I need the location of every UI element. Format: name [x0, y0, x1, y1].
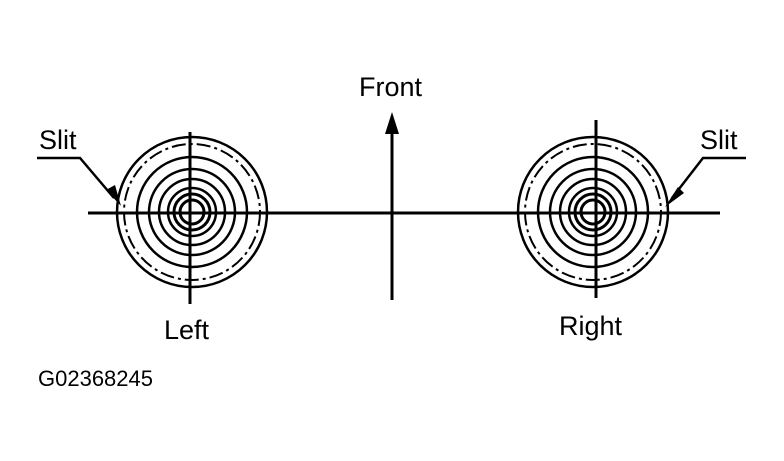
left-ring-5	[157, 177, 227, 247]
left-ring-3	[135, 155, 249, 269]
right-ring-4	[548, 167, 638, 257]
left-assembly	[115, 132, 269, 304]
right-outer-ring	[516, 135, 670, 289]
left-dashed-ring	[123, 143, 261, 281]
left-label: Left	[164, 315, 210, 345]
left-slit-pointer	[37, 156, 115, 199]
front-label: Front	[359, 72, 423, 102]
slit-label-left: Slit	[39, 125, 77, 155]
slit-label-right: Slit	[700, 125, 738, 155]
right-assembly	[516, 120, 670, 298]
left-hub-outer	[172, 192, 212, 232]
right-label: Right	[559, 311, 623, 341]
right-hub-inner	[579, 198, 607, 226]
figure-code: G02368245	[38, 366, 153, 391]
front-arrow-head	[385, 112, 399, 134]
right-dashed-ring	[524, 143, 662, 281]
right-hub-outer	[573, 192, 613, 232]
right-ring-5	[558, 177, 628, 247]
right-slit-pointer	[671, 156, 746, 199]
left-ring-4	[147, 167, 237, 257]
left-slit-arrowhead	[106, 185, 121, 206]
right-slit-arrowhead	[665, 187, 684, 207]
left-ring-6	[166, 186, 218, 238]
left-hub-inner	[178, 198, 206, 226]
right-ring-6	[567, 186, 619, 238]
left-outer-ring	[115, 135, 269, 289]
right-ring-3	[536, 155, 650, 269]
